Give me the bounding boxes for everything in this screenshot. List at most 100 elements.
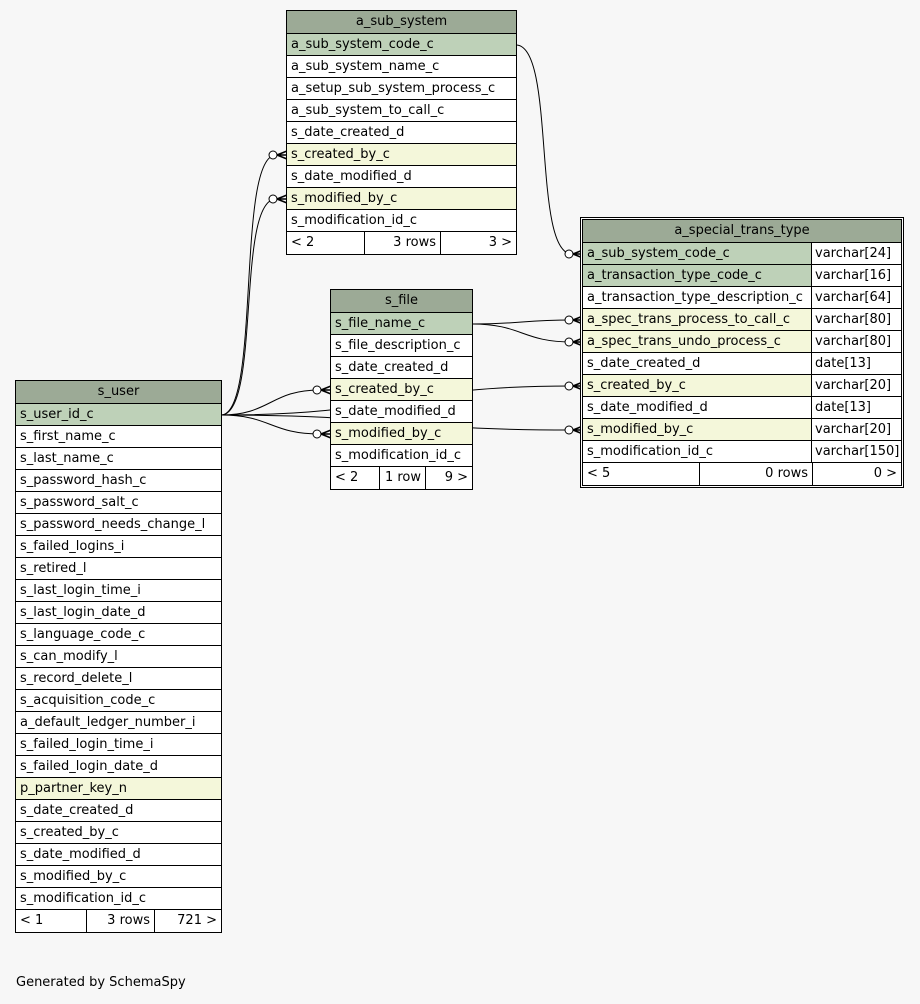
relationship-line xyxy=(471,323,573,343)
column-row[interactable]: s_last_name_c xyxy=(16,448,221,470)
column-name: a_transaction_type_code_c xyxy=(583,265,811,286)
column-name: s_created_by_c xyxy=(287,144,516,165)
row-count: 1 row xyxy=(379,467,425,489)
column-row[interactable]: s_record_delete_l xyxy=(16,668,221,690)
column-row[interactable]: s_date_modified_d xyxy=(16,844,221,866)
column-name: s_file_description_c xyxy=(331,335,472,356)
column-row[interactable]: a_default_ledger_number_i xyxy=(16,712,221,734)
column-name: s_modified_by_c xyxy=(583,419,811,440)
column-name: p_partner_key_n xyxy=(16,778,221,799)
optional-circle-icon xyxy=(564,425,574,435)
column-name: s_file_name_c xyxy=(331,313,472,334)
column-row[interactable]: s_created_by_c xyxy=(331,379,472,401)
child-count: 3 > xyxy=(440,232,516,254)
column-row[interactable]: s_password_salt_c xyxy=(16,492,221,514)
column-row[interactable]: s_password_needs_change_l xyxy=(16,514,221,536)
column-row[interactable]: s_created_by_c xyxy=(16,822,221,844)
column-name: a_default_ledger_number_i xyxy=(16,712,221,733)
column-row[interactable]: s_failed_logins_i xyxy=(16,536,221,558)
column-row[interactable]: s_modification_id_c xyxy=(16,888,221,910)
column-row[interactable]: a_sub_system_name_c xyxy=(287,56,516,78)
column-name: s_modification_id_c xyxy=(287,210,516,231)
column-row[interactable]: s_can_modify_l xyxy=(16,646,221,668)
column-name: s_created_by_c xyxy=(16,822,221,843)
column-row[interactable]: s_date_modified_d xyxy=(287,166,516,188)
generated-by-credit: Generated by SchemaSpy xyxy=(16,975,186,990)
parent-count: < 5 xyxy=(587,466,611,481)
column-name: s_modification_id_c xyxy=(16,888,221,909)
column-row[interactable]: s_modified_by_c xyxy=(16,866,221,888)
column-row[interactable]: s_user_id_c xyxy=(16,404,221,426)
column-row[interactable]: a_setup_sub_system_process_c xyxy=(287,78,516,100)
column-row[interactable]: s_date_created_d xyxy=(331,357,472,379)
column-name: s_created_by_c xyxy=(331,379,472,400)
column-name: s_language_code_c xyxy=(16,624,221,645)
column-type: varchar[20] xyxy=(811,419,901,440)
child-count: 9 > xyxy=(425,467,472,489)
column-row[interactable]: s_retired_l xyxy=(16,558,221,580)
relationship-line xyxy=(220,154,277,416)
column-name: s_date_modified_d xyxy=(331,401,472,422)
column-name: s_last_name_c xyxy=(16,448,221,469)
column-row[interactable]: s_created_by_c xyxy=(287,144,516,166)
column-row[interactable]: s_file_name_c xyxy=(331,313,472,335)
column-name: s_first_name_c xyxy=(16,426,221,447)
parent-count: < 1 xyxy=(20,913,44,928)
column-row[interactable]: s_failed_login_time_i xyxy=(16,734,221,756)
relationship-line xyxy=(220,414,321,435)
column-row[interactable]: s_password_hash_c xyxy=(16,470,221,492)
column-row[interactable]: s_date_modified_d xyxy=(331,401,472,423)
column-name: s_date_modified_d xyxy=(583,397,811,418)
relationship-line xyxy=(220,389,321,416)
crow-foot-icon xyxy=(320,429,332,439)
column-row[interactable]: s_modified_by_c xyxy=(331,423,472,445)
column-type: date[13] xyxy=(811,353,901,374)
column-row[interactable]: s_failed_login_date_d xyxy=(16,756,221,778)
column-row[interactable]: a_sub_system_to_call_c xyxy=(287,100,516,122)
column-row[interactable]: s_modification_id_c xyxy=(287,210,516,232)
column-row[interactable]: s_date_created_d xyxy=(287,122,516,144)
column-name: s_password_salt_c xyxy=(16,492,221,513)
column-type: varchar[150] xyxy=(811,441,901,462)
column-row[interactable]: s_modified_by_c xyxy=(287,188,516,210)
table-name: a_sub_system xyxy=(287,11,516,34)
column-name: s_date_modified_d xyxy=(287,166,516,187)
column-name: s_can_modify_l xyxy=(16,646,221,667)
column-name: a_spec_trans_undo_process_c xyxy=(583,331,811,352)
column-name: a_spec_trans_process_to_call_c xyxy=(583,309,811,330)
column-row[interactable]: s_date_created_d xyxy=(16,800,221,822)
column-row[interactable]: s_modification_id_c xyxy=(331,445,472,467)
column-row[interactable]: s_acquisition_code_c xyxy=(16,690,221,712)
column-row[interactable]: s_last_login_date_d xyxy=(16,602,221,624)
column-row[interactable]: s_language_code_c xyxy=(16,624,221,646)
column-name: a_transaction_type_description_c xyxy=(583,287,811,308)
column-name: s_modification_id_c xyxy=(331,445,472,466)
column-name: s_modification_id_c xyxy=(583,441,811,462)
column-row[interactable]: a_sub_system_code_c xyxy=(287,34,516,56)
column-name: s_last_login_date_d xyxy=(16,602,221,623)
relationship-line xyxy=(220,198,277,416)
column-row[interactable]: p_partner_key_n xyxy=(16,778,221,800)
column-row[interactable]: s_first_name_c xyxy=(16,426,221,448)
column-row[interactable]: s_last_login_time_i xyxy=(16,580,221,602)
column-row[interactable]: s_file_description_c xyxy=(331,335,472,357)
column-name: s_record_delete_l xyxy=(16,668,221,689)
optional-circle-icon xyxy=(564,249,574,259)
